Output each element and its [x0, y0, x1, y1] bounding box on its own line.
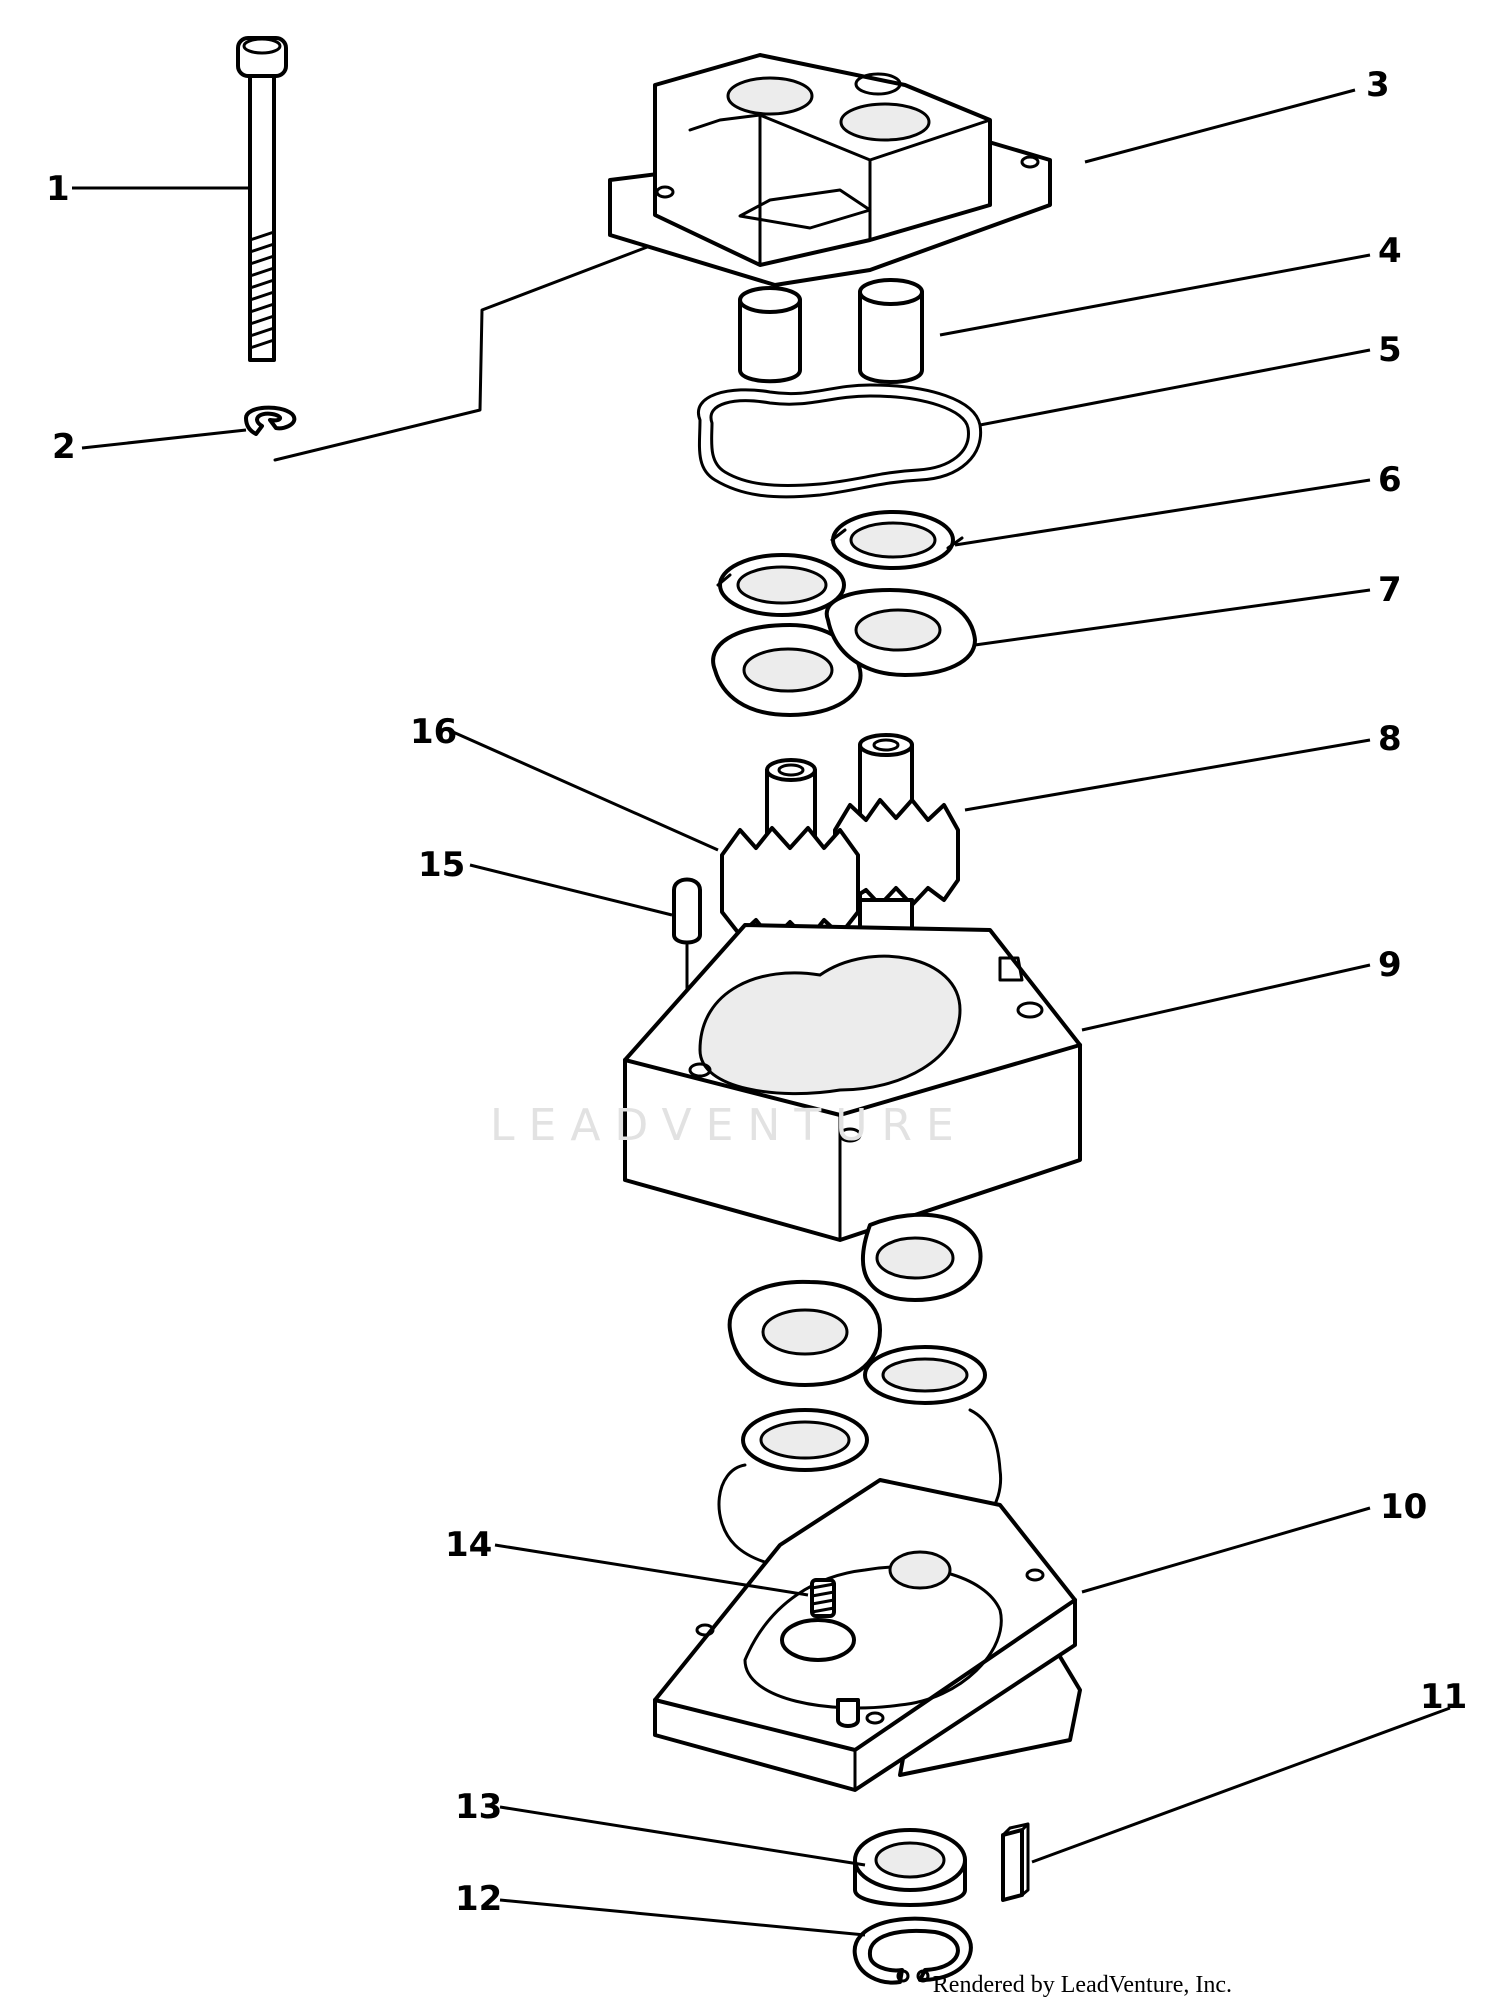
callout-9: 9 — [1378, 945, 1402, 985]
part-14-spring[interactable] — [810, 1578, 836, 1618]
part-11-key[interactable] — [1001, 1822, 1030, 1902]
callout-1: 1 — [46, 169, 70, 209]
callout-13: 13 — [455, 1787, 503, 1827]
leader-lines — [72, 88, 1451, 1937]
callout-3: 3 — [1366, 65, 1390, 105]
callout-5: 5 — [1378, 330, 1402, 370]
part-12-retaining-ring[interactable] — [852, 1916, 973, 1985]
callout-14: 14 — [445, 1525, 493, 1565]
callout-15: 15 — [418, 845, 466, 885]
part-1-cap-screw[interactable] — [236, 36, 288, 362]
watermark: LEADVENTURE — [490, 1100, 968, 1151]
part-7-gaskets[interactable] — [711, 588, 977, 717]
callout-7: 7 — [1378, 570, 1402, 610]
callout-16: 16 — [410, 712, 458, 752]
render-credit: Rendered by LeadVenture, Inc. — [932, 1972, 1232, 1998]
part-13-oil-seal[interactable] — [853, 1828, 967, 1907]
part-6-rings[interactable] — [716, 510, 964, 617]
part-2-lock-washer[interactable] — [244, 405, 297, 436]
callout-8: 8 — [1378, 719, 1402, 759]
callout-10: 10 — [1380, 1487, 1428, 1527]
part-9-pump-body[interactable] — [623, 923, 1082, 1242]
callout-2: 2 — [52, 427, 76, 467]
lower-gasket-set[interactable] — [717, 1212, 1003, 1573]
part-10-end-plate[interactable] — [653, 1478, 1082, 1792]
callout-6: 6 — [1378, 460, 1402, 500]
callout-11: 11 — [1420, 1677, 1468, 1717]
callout-12: 12 — [455, 1879, 503, 1919]
callout-4: 4 — [1378, 231, 1402, 271]
part-3-pump-cover[interactable] — [608, 53, 1052, 287]
part-5-seal[interactable] — [696, 383, 983, 499]
part-4-bushings[interactable] — [738, 278, 924, 384]
